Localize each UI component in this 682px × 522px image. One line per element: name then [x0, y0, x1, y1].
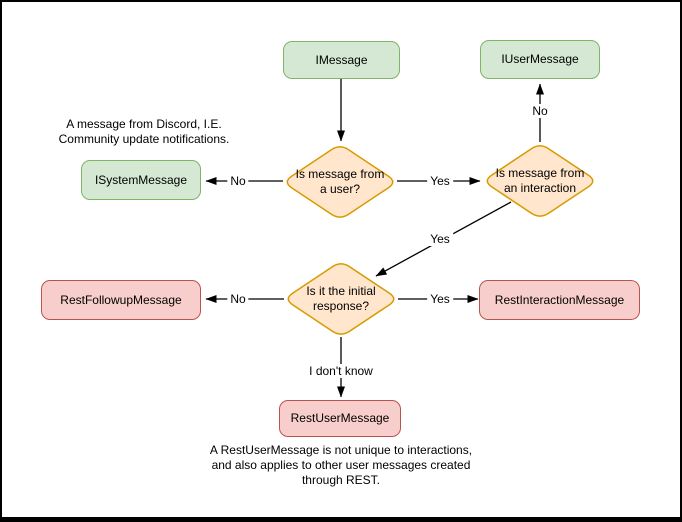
decision-is-from-user-label: Is message from a user? — [295, 167, 385, 196]
edge-label-initial-no: No — [227, 292, 249, 306]
node-imessage: IMessage — [283, 41, 400, 79]
edge-label-initial-yes: Yes — [427, 292, 453, 306]
edge-label-user-yes: Yes — [427, 174, 453, 188]
decision-is-from-user-shape — [286, 146, 394, 218]
edge-label-interaction-no: No — [529, 104, 551, 118]
node-imessage-label: IMessage — [315, 52, 368, 67]
annotation-rest-user-message-note: A RestUserMessage is not unique to inter… — [209, 443, 473, 487]
node-restfollowupmessage-label: RestFollowupMessage — [60, 292, 182, 307]
decision-is-initial-response-shape — [287, 263, 395, 335]
node-isystemmessage: ISystemMessage — [81, 160, 201, 200]
node-isystemmessage-label: ISystemMessage — [94, 172, 188, 187]
edge-label-i-dont-know: I don't know — [306, 364, 376, 378]
node-restusermessage: RestUserMessage — [279, 400, 401, 437]
annotation-system-message-note: A message from Discord, I.E. Community u… — [58, 117, 230, 146]
edge-label-user-no: No — [227, 174, 249, 188]
node-restfollowupmessage: RestFollowupMessage — [41, 280, 201, 320]
decision-is-initial-response-label: Is it the initial response? — [306, 284, 376, 313]
node-iusermessage-label: IUserMessage — [501, 52, 579, 66]
node-iusermessage: IUserMessage — [480, 40, 600, 79]
edge-label-interaction-yes: Yes — [427, 232, 453, 246]
node-restinteractionmessage-label: RestInteractionMessage — [494, 292, 625, 307]
node-restusermessage-label: RestUserMessage — [290, 411, 390, 425]
decision-is-from-interaction-label: Is message from an interaction — [495, 166, 585, 195]
node-restinteractionmessage: RestInteractionMessage — [479, 280, 640, 320]
decision-is-from-interaction-shape — [486, 145, 594, 217]
